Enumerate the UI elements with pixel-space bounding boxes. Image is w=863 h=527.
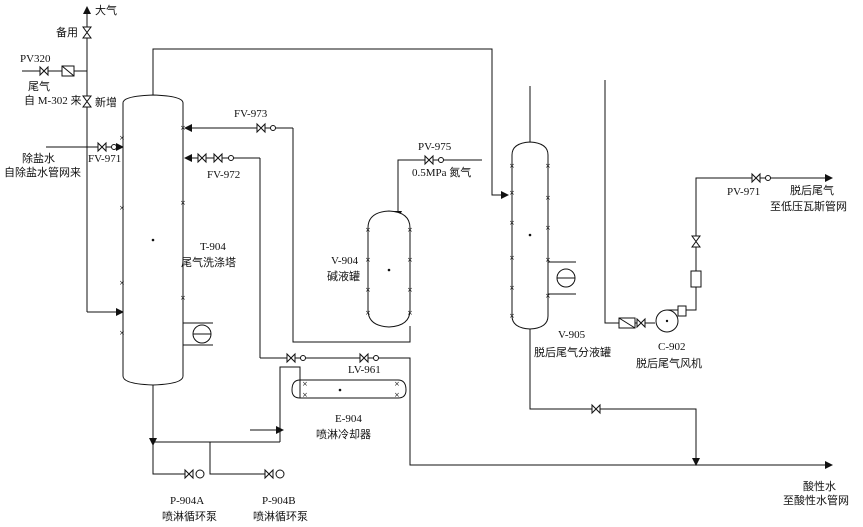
p904b-pump: [264, 468, 285, 480]
svg-text:×: ×: [365, 226, 371, 234]
pv320-valve-assembly: [22, 65, 87, 77]
v904-name-label: 碱液罐: [327, 269, 360, 283]
c902-blower: [655, 305, 687, 333]
svg-text:×: ×: [180, 199, 186, 207]
svg-text:×: ×: [302, 380, 308, 388]
c902-name-label: 脱后尾气风机: [636, 356, 702, 370]
pv975-nitrogen-line: [394, 154, 482, 219]
t904-level-instrument: [183, 322, 213, 346]
svg-text:×: ×: [545, 256, 551, 264]
v904-caustic-tank: × × × × × × × ×: [365, 210, 413, 328]
p904b-tag-label: P-904B: [262, 495, 296, 507]
v905-separator: × × × × × × × × × × ×: [509, 86, 551, 330]
pv971-label: PV-971: [727, 186, 760, 198]
p904b-name-label: 喷淋循环泵: [253, 510, 308, 523]
fv971-line: [46, 141, 124, 153]
from-desalted-net-label: 自除盐水管网来: [4, 165, 81, 179]
acid-water-label: 酸性水: [803, 479, 836, 493]
svg-text:×: ×: [545, 194, 551, 202]
e904-name-label: 喷淋冷却器: [316, 428, 371, 441]
fv971-label: FV-971: [88, 153, 121, 165]
atmosphere-label: 大气: [95, 3, 117, 17]
out-gas-label: 脱后尾气: [790, 183, 834, 197]
v905-name-label: 脱后尾气分液罐: [534, 345, 611, 359]
v904-tag-label: V-904: [331, 255, 359, 267]
svg-text:×: ×: [180, 294, 186, 302]
svg-text:×: ×: [394, 380, 400, 388]
svg-text:×: ×: [545, 162, 551, 170]
svg-text:×: ×: [365, 256, 371, 264]
svg-text:×: ×: [407, 309, 413, 317]
svg-text:×: ×: [394, 391, 400, 399]
vent-line: [83, 6, 91, 312]
fv973-line: [184, 122, 411, 343]
svg-text:×: ×: [509, 219, 515, 227]
pv320-label: PV320: [20, 53, 51, 65]
fv972-line: [184, 152, 261, 358]
to-acid-net-label: 至酸性水管网: [783, 493, 849, 507]
v905-level-instrument: [548, 261, 576, 295]
fv972-label: FV-972: [207, 169, 240, 181]
svg-text:×: ×: [509, 254, 515, 262]
svg-text:×: ×: [119, 204, 125, 212]
svg-text:×: ×: [509, 162, 515, 170]
svg-text:×: ×: [509, 284, 515, 292]
e904-tag-label: E-904: [335, 413, 362, 425]
tail-gas-label: 尾气: [28, 79, 50, 93]
v905-to-c902-line: [604, 80, 655, 329]
svg-text:×: ×: [302, 391, 308, 399]
svg-text:×: ×: [365, 286, 371, 294]
p904a-name-label: 喷淋循环泵: [162, 510, 217, 523]
from-m302-label: 自 M-302 来: [24, 94, 81, 107]
new-valve: [82, 95, 92, 108]
svg-text:×: ×: [509, 189, 515, 197]
nitrogen-label: 0.5MPa 氮气: [412, 165, 471, 179]
e904-spray-cooler: × × × ×: [291, 379, 407, 399]
v905-drain-line: [529, 329, 700, 466]
overhead-gas-line: [152, 48, 509, 199]
svg-text:×: ×: [180, 124, 186, 132]
t904-tag-label: T-904: [200, 241, 226, 253]
fv973-label: FV-973: [234, 108, 268, 120]
svg-text:×: ×: [545, 292, 551, 300]
t904-name-label: 尾气洗涤塔: [181, 255, 236, 269]
pv975-label: PV-975: [418, 141, 452, 153]
v905-tag-label: V-905: [558, 329, 586, 341]
t904-bottoms-line: [149, 366, 301, 475]
c902-tag-label: C-902: [658, 341, 686, 353]
svg-text:×: ×: [407, 226, 413, 234]
standby-valve: [82, 26, 92, 39]
svg-text:×: ×: [119, 134, 125, 142]
desalted-water-label: 除盐水: [22, 151, 55, 165]
svg-text:×: ×: [407, 286, 413, 294]
svg-text:×: ×: [365, 309, 371, 317]
p904a-tag-label: P-904A: [170, 495, 204, 507]
t904-scrubber: × × × × × × ×: [119, 94, 186, 386]
svg-text:×: ×: [509, 312, 515, 320]
svg-text:×: ×: [119, 279, 125, 287]
c902-discharge-line: [686, 172, 833, 311]
p904a-pump: [184, 468, 205, 480]
svg-text:×: ×: [119, 329, 125, 337]
new-added-label: 新增: [95, 95, 117, 109]
lv961-line: [260, 352, 833, 469]
svg-text:×: ×: [407, 256, 413, 264]
standby-label: 备用: [56, 25, 78, 39]
svg-text:×: ×: [545, 224, 551, 232]
to-gas-net-label: 至低压瓦斯管网: [770, 199, 847, 213]
lv961-label: LV-961: [348, 364, 381, 376]
